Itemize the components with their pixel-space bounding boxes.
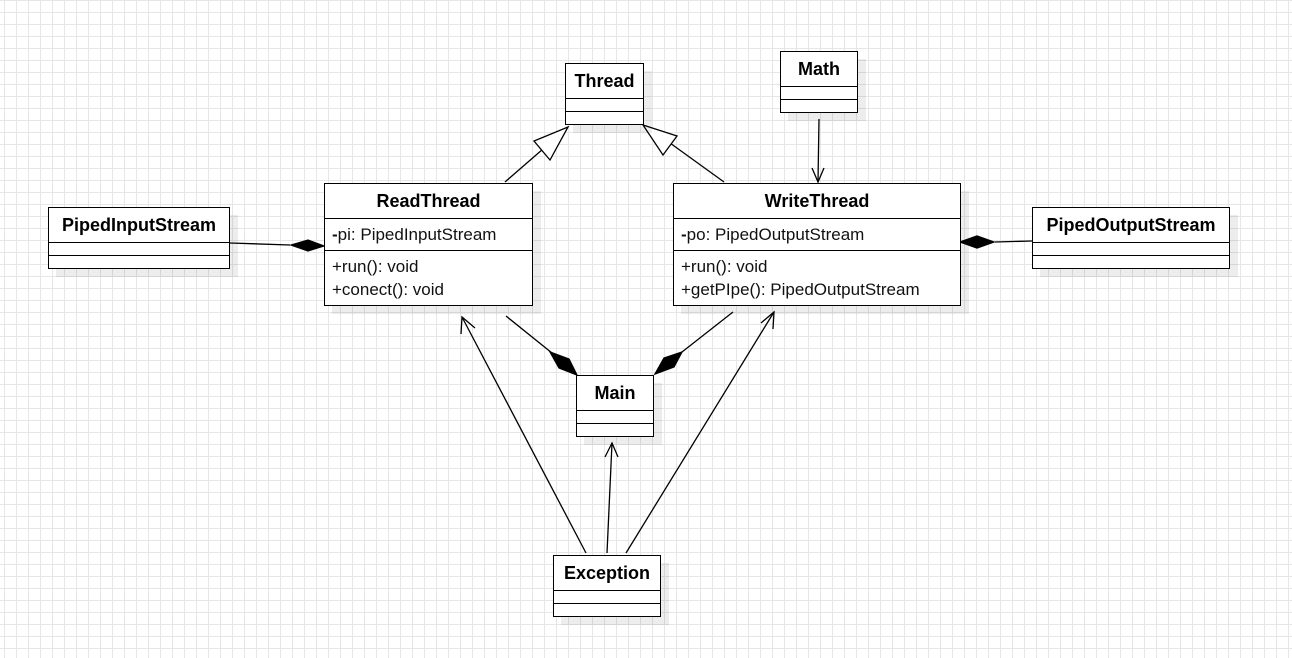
class-name: WriteThread: [674, 184, 960, 219]
class-name: PipedOutputStream: [1033, 208, 1229, 243]
composition-main-writethread[interactable]: [653, 311, 734, 376]
attribute-row: -po: PipedOutputStream: [681, 223, 952, 246]
attributes-compartment: [1033, 243, 1229, 256]
attribute-text: po: PipedOutputStream: [686, 225, 865, 244]
class-math[interactable]: Math: [780, 51, 858, 113]
composition-main-readthread[interactable]: [505, 315, 579, 377]
operations-compartment: [566, 112, 643, 124]
composition-readthread-pipedinputstream[interactable]: [229, 239, 327, 252]
attributes-compartment: [577, 411, 653, 424]
operation-row: +getPIpe(): PipedOutputStream: [681, 280, 920, 299]
class-pipedoutputstream[interactable]: PipedOutputStream: [1032, 207, 1230, 269]
attribute-row: -pi: PipedInputStream: [332, 223, 524, 246]
operation-row: +run(): void: [332, 257, 419, 276]
dependency-exception-main[interactable]: [604, 441, 619, 554]
attributes-compartment: [554, 591, 660, 604]
generalization-writethread-thread[interactable]: [641, 123, 725, 183]
attributes-compartment: -pi: PipedInputStream: [325, 219, 532, 251]
class-name: Math: [781, 52, 857, 87]
class-exception[interactable]: Exception: [553, 555, 661, 617]
attributes-compartment: [781, 87, 857, 100]
class-name: PipedInputStream: [49, 208, 229, 243]
generalization-readthread-thread[interactable]: [504, 125, 570, 183]
attributes-compartment: [49, 243, 229, 256]
dependency-math-writethread[interactable]: [811, 118, 825, 184]
class-thread[interactable]: Thread: [565, 63, 644, 125]
class-readthread[interactable]: ReadThread -pi: PipedInputStream +run():…: [324, 183, 533, 306]
class-main[interactable]: Main: [576, 375, 654, 437]
composition-writethread-pipedoutputstream[interactable]: [958, 235, 1033, 249]
attributes-compartment: -po: PipedOutputStream: [674, 219, 960, 251]
attributes-compartment: [566, 99, 643, 112]
operations-compartment: +run(): void +conect(): void: [325, 251, 532, 305]
dependency-exception-writethread[interactable]: [625, 310, 775, 554]
dependency-exception-readthread[interactable]: [460, 315, 587, 554]
class-name: ReadThread: [325, 184, 532, 219]
operation-row: +conect(): void: [332, 280, 444, 299]
operations-compartment: [781, 100, 857, 112]
class-name: Main: [577, 376, 653, 411]
operations-compartment: [1033, 256, 1229, 268]
attribute-text: pi: PipedInputStream: [337, 225, 497, 244]
operation-row: +run(): void: [681, 257, 768, 276]
operations-compartment: +run(): void +getPIpe(): PipedOutputStre…: [674, 251, 960, 305]
visibility-marker: -: [681, 225, 687, 244]
class-name: Thread: [566, 64, 643, 99]
operations-compartment: [554, 604, 660, 616]
class-writethread[interactable]: WriteThread -po: PipedOutputStream +run(…: [673, 183, 961, 306]
operations-compartment: [49, 256, 229, 268]
class-name: Exception: [554, 556, 660, 591]
class-pipedinputstream[interactable]: PipedInputStream: [48, 207, 230, 269]
visibility-marker: -: [332, 225, 338, 244]
operations-compartment: [577, 424, 653, 436]
